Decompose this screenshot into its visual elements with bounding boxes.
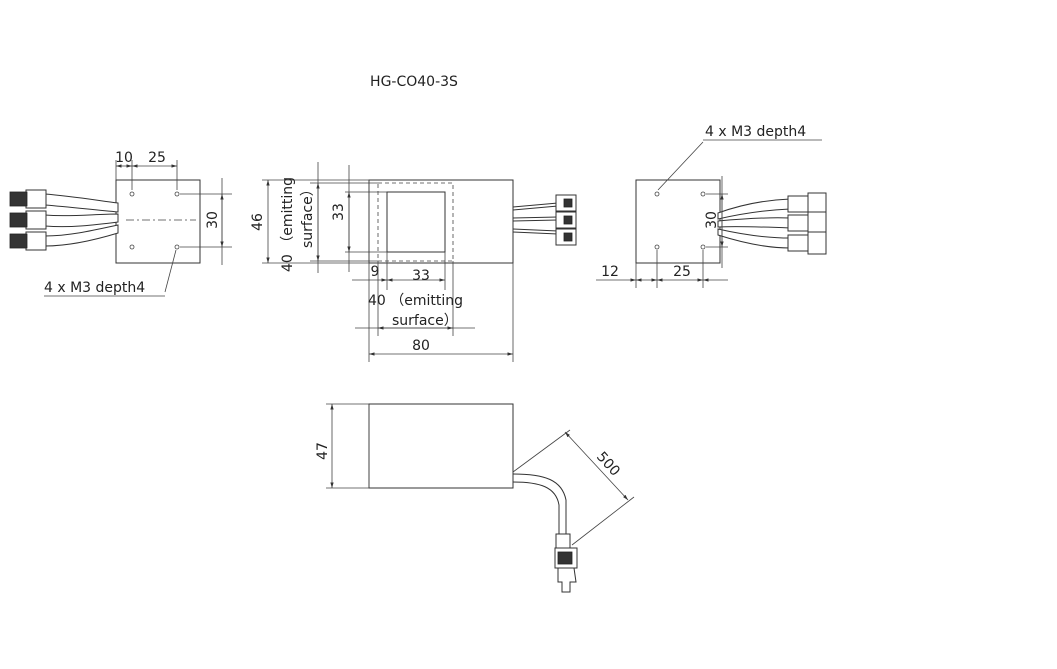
left-view: 10 25 30 4 x M3 depth4 <box>9 150 232 297</box>
dim-front-46: 46 <box>250 213 266 231</box>
model-title: HG-CO40-3S <box>370 74 458 90</box>
dim-left-10: 10 <box>115 150 133 166</box>
side-view: 47 500 <box>315 403 635 593</box>
right-view: 30 12 25 4 x M3 depth4 <box>596 124 827 288</box>
dim-front-80: 80 <box>412 338 430 354</box>
dim-right-30: 30 <box>704 211 720 229</box>
dim-left-30: 30 <box>205 211 221 229</box>
dim-front-40v-a: 40 （emitting <box>280 177 296 272</box>
dim-side-500: 500 <box>593 449 623 480</box>
front-view: 46 40 （emitting surface） 33 9 33 40 （emi… <box>250 162 577 362</box>
dim-right-12: 12 <box>601 264 619 280</box>
dim-front-40h-b: surface） <box>392 313 458 329</box>
front-connectors <box>555 194 577 246</box>
dim-front-9: 9 <box>371 264 380 280</box>
dim-front-33v: 33 <box>331 203 347 221</box>
callout-right: 4 x M3 depth4 <box>705 124 806 140</box>
dim-front-33h: 33 <box>412 268 430 284</box>
callout-left: 4 x M3 depth4 <box>44 280 145 296</box>
dim-front-40v-b: surface） <box>300 182 316 248</box>
dim-right-25: 25 <box>673 264 691 280</box>
dim-left-25: 25 <box>148 150 166 166</box>
dim-side-47: 47 <box>315 442 331 460</box>
right-cables <box>717 192 827 255</box>
dim-front-40h-a: 40 （emitting <box>368 293 463 309</box>
left-cables <box>9 189 119 251</box>
